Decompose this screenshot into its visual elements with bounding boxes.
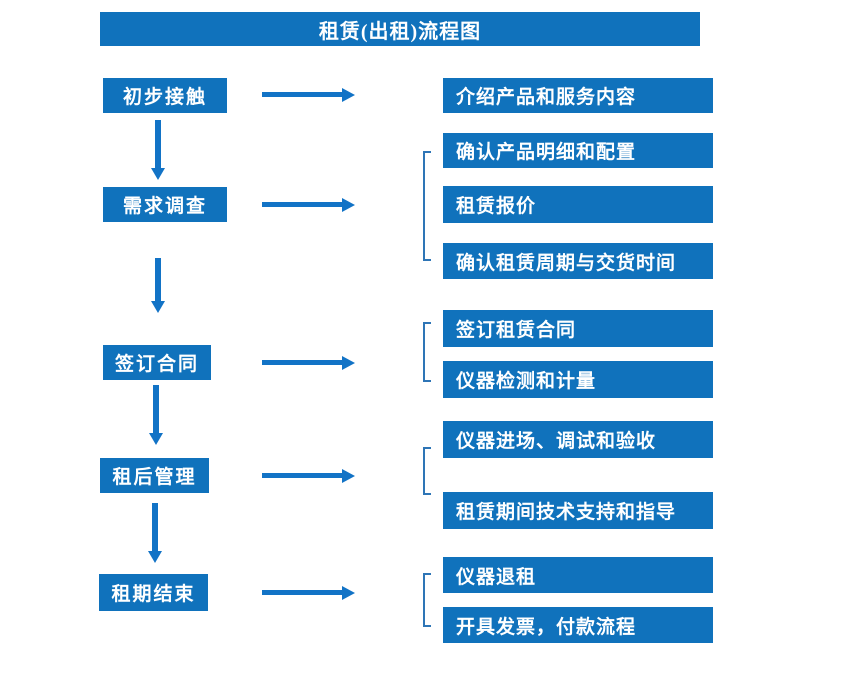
right-arrow-icon bbox=[262, 585, 355, 600]
detail-box-tech-support: 租赁期间技术支持和指导 bbox=[443, 492, 713, 529]
detail-box-sign-rental-contract: 签订租赁合同 bbox=[443, 310, 713, 347]
step-label: 租后管理 bbox=[112, 467, 197, 488]
group-bracket-icon bbox=[423, 151, 431, 261]
detail-label: 租赁报价 bbox=[456, 196, 537, 217]
right-arrow-icon bbox=[262, 197, 355, 212]
group-bracket-icon bbox=[423, 322, 431, 382]
detail-label: 仪器退租 bbox=[456, 566, 537, 588]
detail-box-confirm-product-details: 确认产品明细和配置 bbox=[443, 133, 713, 168]
page-title: 租赁(出租)流程图 bbox=[318, 20, 482, 43]
right-arrow-icon bbox=[262, 355, 355, 370]
detail-label: 确认产品明细和配置 bbox=[456, 142, 637, 163]
detail-box-instrument-return: 仪器退租 bbox=[443, 557, 713, 593]
detail-box-rental-quote: 租赁报价 bbox=[443, 186, 713, 223]
detail-label: 介绍产品和服务内容 bbox=[456, 87, 637, 108]
detail-label: 租赁期间技术支持和指导 bbox=[456, 502, 677, 523]
detail-box-instrument-setup: 仪器进场、调试和验收 bbox=[443, 421, 713, 458]
group-bracket-icon bbox=[423, 447, 431, 495]
detail-label: 仪器检测和计量 bbox=[456, 371, 597, 392]
detail-box-instrument-testing: 仪器检测和计量 bbox=[443, 361, 713, 398]
down-arrow-icon bbox=[149, 385, 163, 445]
step-label: 签订合同 bbox=[114, 354, 199, 375]
down-arrow-icon bbox=[148, 503, 162, 563]
step-box-rental-end: 租期结束 bbox=[99, 574, 208, 611]
detail-label: 确认租赁周期与交货时间 bbox=[456, 252, 677, 274]
detail-label: 签订租赁合同 bbox=[456, 320, 577, 341]
step-box-post-rental-management: 租后管理 bbox=[100, 458, 209, 493]
down-arrow-icon bbox=[151, 258, 165, 313]
step-box-initial-contact: 初步接触 bbox=[103, 78, 227, 113]
step-box-demand-survey: 需求调查 bbox=[103, 187, 227, 222]
detail-box-invoice-payment: 开具发票，付款流程 bbox=[443, 607, 713, 643]
detail-label: 仪器进场、调试和验收 bbox=[456, 431, 657, 452]
step-box-sign-contract: 签订合同 bbox=[103, 345, 211, 380]
detail-box-introduce-products: 介绍产品和服务内容 bbox=[443, 78, 713, 113]
detail-box-confirm-rental-period: 确认租赁周期与交货时间 bbox=[443, 243, 713, 279]
right-arrow-icon bbox=[262, 468, 355, 483]
title-banner: 租赁(出租)流程图 bbox=[100, 12, 700, 46]
step-label: 初步接触 bbox=[122, 87, 207, 108]
detail-label: 开具发票，付款流程 bbox=[456, 616, 637, 638]
right-arrow-icon bbox=[262, 87, 355, 102]
down-arrow-icon bbox=[151, 120, 165, 180]
group-bracket-icon bbox=[423, 573, 431, 627]
step-label: 需求调查 bbox=[122, 196, 207, 217]
step-label: 租期结束 bbox=[111, 584, 196, 605]
